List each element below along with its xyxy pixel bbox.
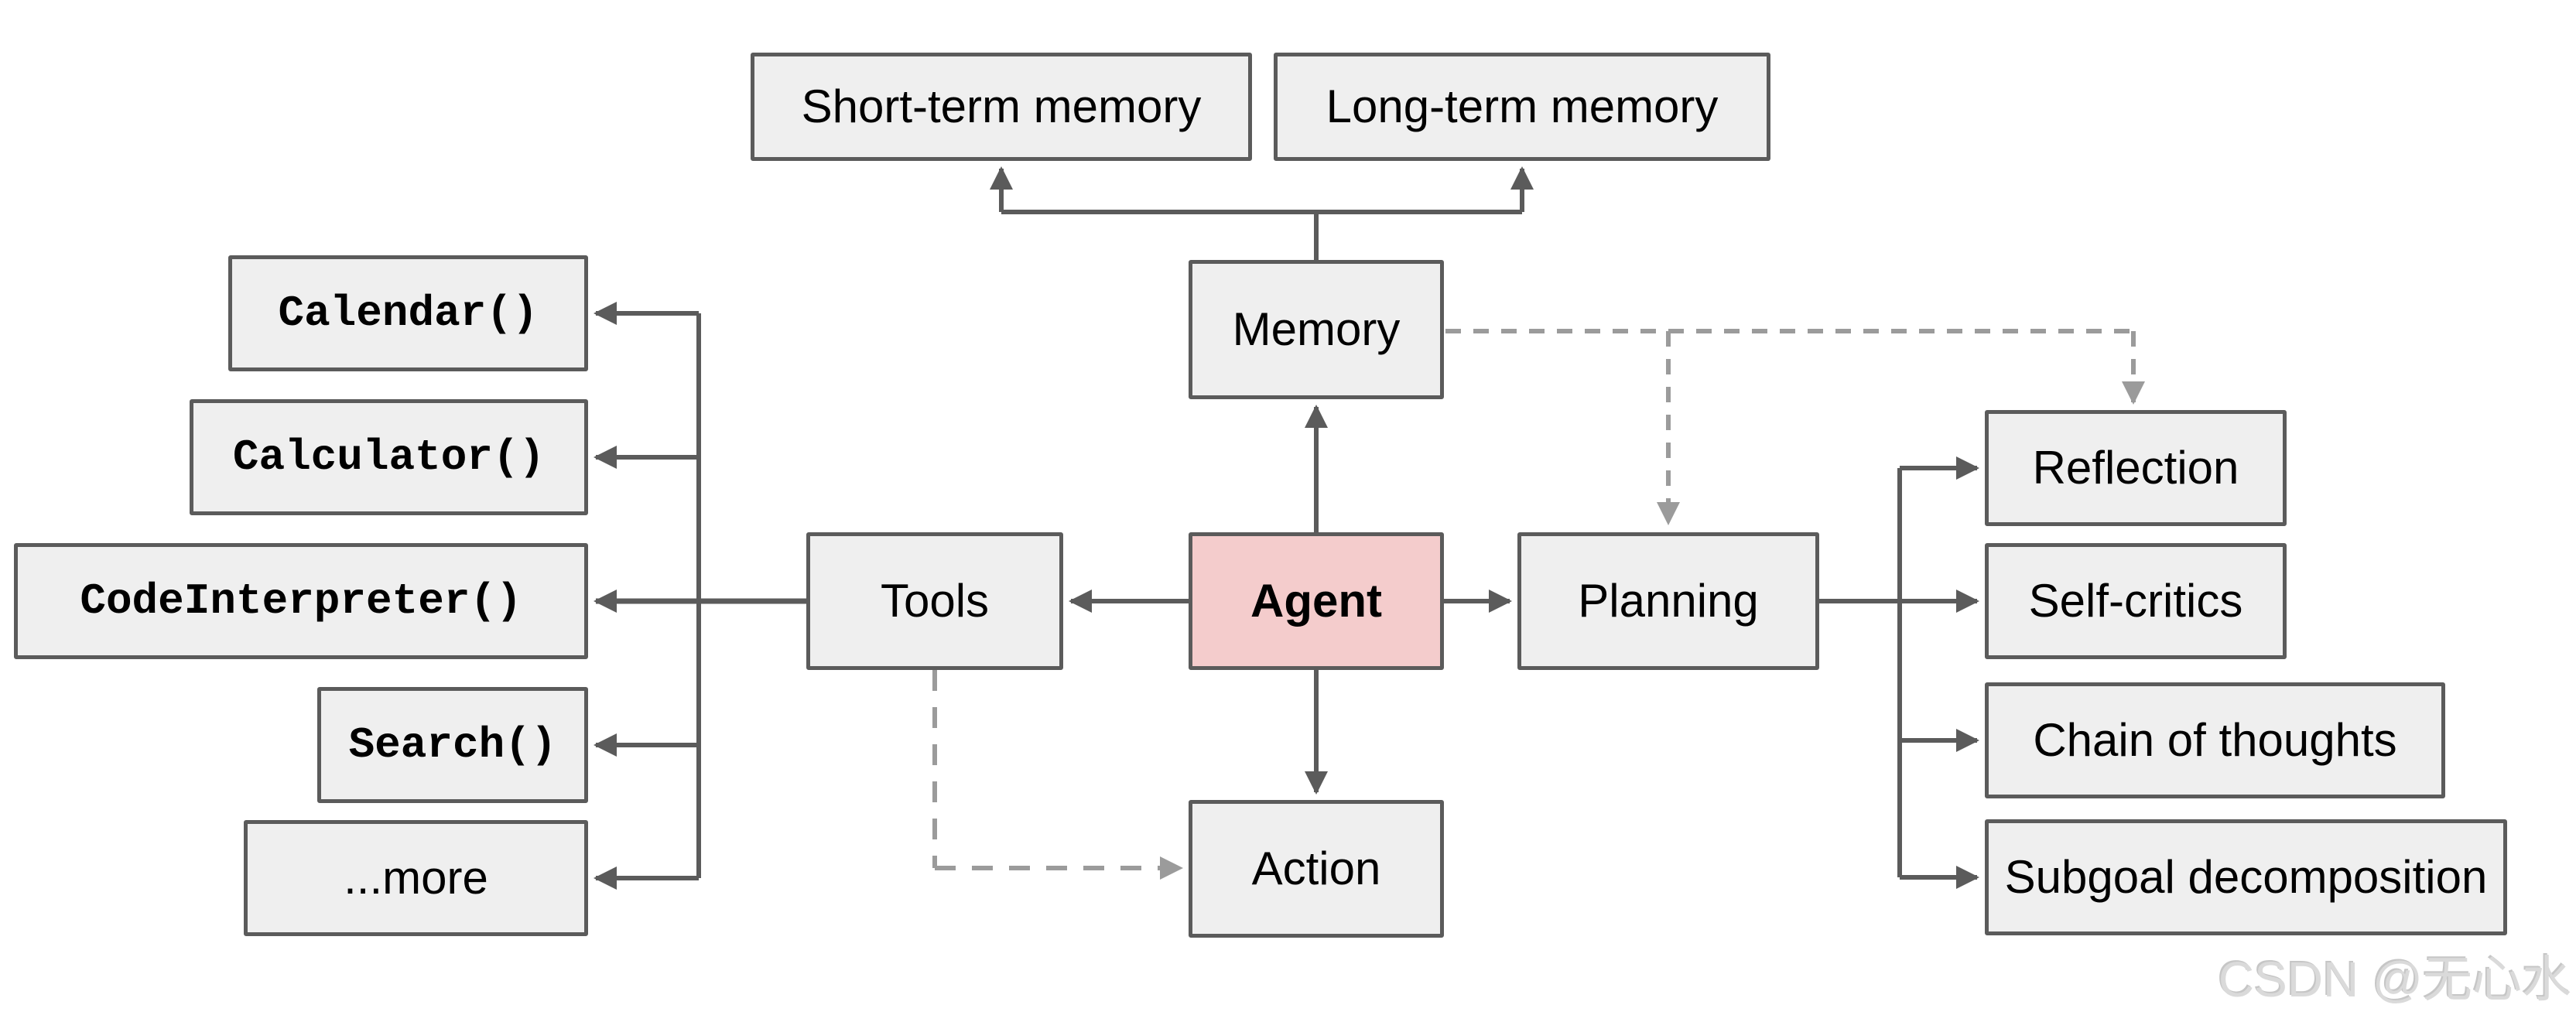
node-short-term-memory: Short-term memory <box>751 53 1252 161</box>
node-action: Action <box>1189 800 1444 938</box>
node-agent: Agent <box>1189 532 1444 670</box>
node-tools: Tools <box>806 532 1063 670</box>
node-code-interpreter: CodeInterpreter() <box>14 543 588 659</box>
node-calendar: Calendar() <box>228 255 588 371</box>
node-chain-of-thoughts: Chain of thoughts <box>1985 682 2445 798</box>
node-self-critics: Self-critics <box>1985 543 2287 659</box>
node-memory: Memory <box>1189 260 1444 399</box>
node-calculator: Calculator() <box>190 399 588 515</box>
node-reflection: Reflection <box>1985 410 2287 526</box>
node-long-term-memory: Long-term memory <box>1274 53 1770 161</box>
node-planning: Planning <box>1517 532 1819 670</box>
node-subgoal-decomposition: Subgoal decomposition <box>1985 819 2507 935</box>
csdn-watermark: CSDN @无心水 <box>2218 952 2571 1007</box>
node-search: Search() <box>317 687 588 803</box>
node-more: ...more <box>244 820 588 936</box>
